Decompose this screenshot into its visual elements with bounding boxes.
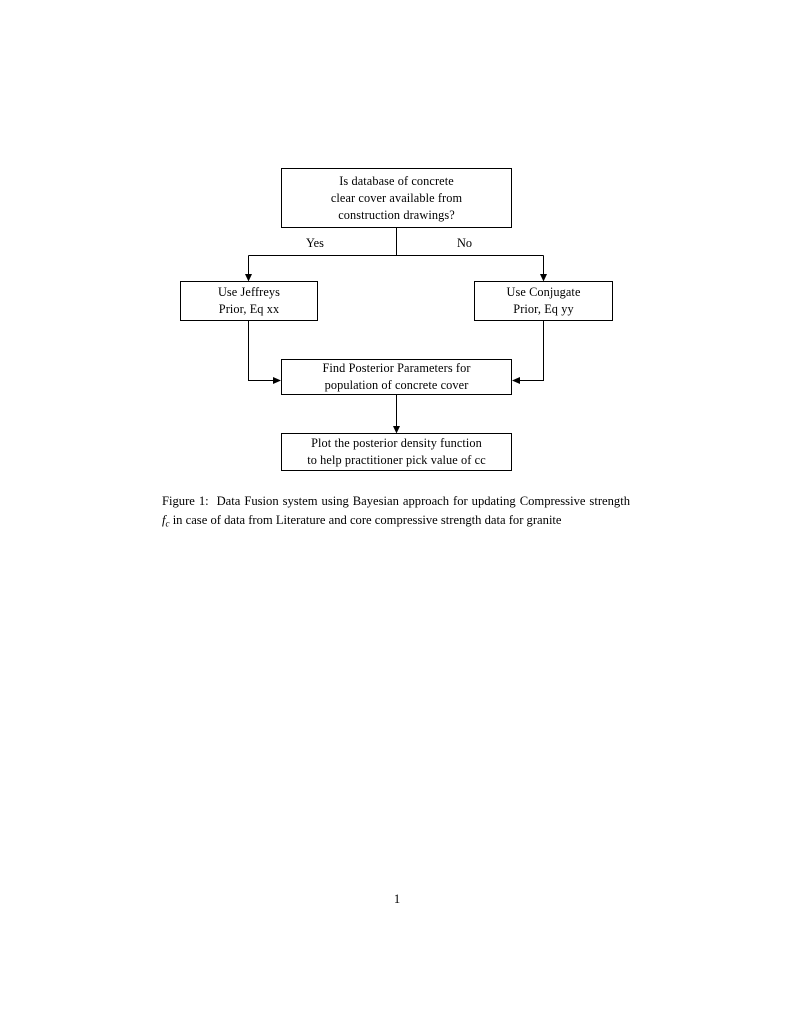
figure-caption-math-symbol: fc [162, 512, 170, 528]
node-question-line-2: clear cover available from [330, 190, 463, 205]
arrowhead-no-branch [540, 274, 547, 282]
flowchart-node-plot-density: Plot the posterior density function to h… [281, 433, 512, 471]
figure-caption-label: Figure 1: [162, 494, 209, 508]
connector-conjugate-to-posterior [519, 321, 544, 381]
edge-label-yes: Yes [306, 236, 324, 250]
flowchart-figure: Is database of concrete clear cover avai… [0, 0, 794, 490]
node-posterior-line-1: Find Posterior Parameters for [322, 361, 471, 375]
node-plot-line-2: to help practitioner pick value of cc [307, 453, 486, 467]
node-posterior-line-2: population of concrete cover [324, 378, 469, 392]
node-plot-line-1: Plot the posterior density function [311, 436, 482, 450]
flowchart-node-conjugate-prior: Use Conjugate Prior, Eq yy [474, 281, 613, 321]
node-question-line-1: Is database of concrete [339, 173, 454, 188]
arrowhead-conjugate-to-posterior [512, 377, 520, 384]
connector-jeffreys-to-posterior [248, 321, 274, 381]
arrowhead-posterior-to-plot [393, 426, 400, 434]
flowchart-node-find-posterior: Find Posterior Parameters for population… [281, 359, 512, 395]
node-conjugate-line-2: Prior, Eq yy [513, 302, 574, 316]
node-jeffreys-line-2: Prior, Eq xx [218, 302, 280, 316]
figure-caption-text-part-1: Data Fusion system using Bayesian approa… [216, 494, 630, 508]
figure-caption: Figure 1: Data Fusion system using Bayes… [162, 492, 630, 532]
figure-caption-text-part-2: in case of data from Literature and core… [172, 512, 562, 527]
flowchart-node-question: Is database of concrete clear cover avai… [281, 168, 512, 228]
arrowhead-yes-branch [245, 274, 252, 282]
node-question-line-3: construction drawings? [338, 207, 455, 222]
flowchart-node-jeffreys-prior: Use Jeffreys Prior, Eq xx [180, 281, 318, 321]
flowchart-connectors [245, 228, 547, 434]
arrowhead-jeffreys-to-posterior [273, 377, 281, 384]
figure-caption-math-subscript: c [165, 517, 170, 528]
node-jeffreys-line-1: Use Jeffreys [217, 285, 281, 299]
page-number: 1 [393, 892, 401, 906]
edge-label-no: No [457, 236, 473, 250]
node-conjugate-line-1: Use Conjugate [506, 285, 581, 299]
